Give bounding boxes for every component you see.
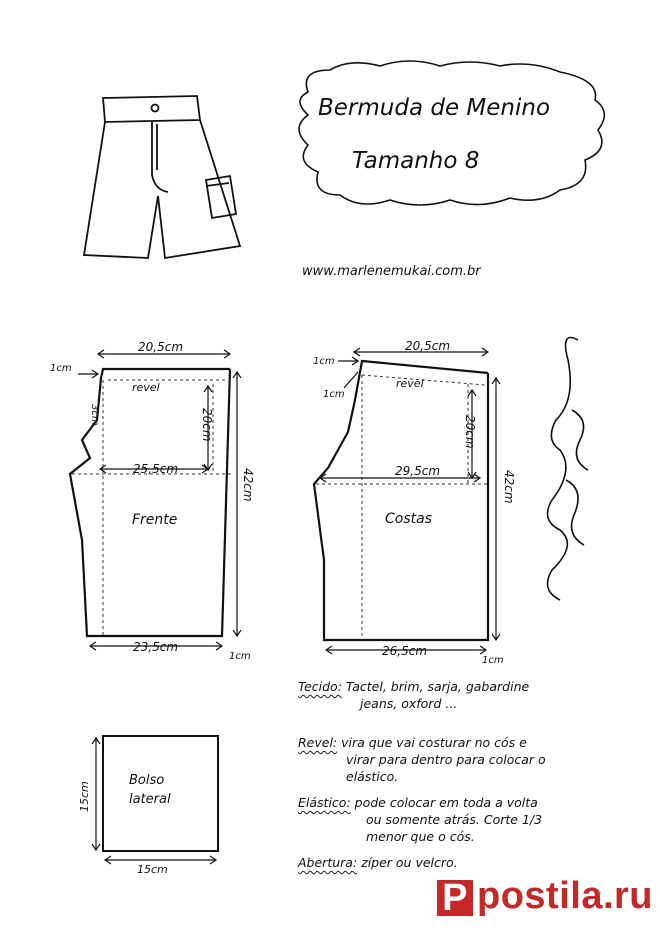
watermark-logo-icon: P (437, 879, 473, 917)
front-length: 42cm (241, 468, 255, 502)
front-hem-allowance: 1cm (229, 651, 251, 662)
back-dimension-lines (318, 347, 501, 655)
back-rise: 20cm (463, 415, 477, 449)
note-revel: Revel: vira que vai costurar no cós e vi… (298, 734, 598, 785)
note-opening-text: zíper ou velcro. (361, 855, 458, 870)
front-revel-label: revel (132, 381, 160, 394)
front-piece-label: Frente (132, 512, 177, 528)
note-revel-term: Revel: (298, 735, 338, 750)
pattern-notes: Tecido: Tactel, brim, sarja, gabardine j… (298, 678, 598, 880)
note-elastic-text-1: pode colocar em toda a volta (354, 795, 538, 810)
front-hip-width: 25,5cm (133, 462, 178, 476)
back-top-width: 20,5cm (405, 339, 450, 353)
note-opening: Abertura: zíper ou velcro. (298, 854, 598, 871)
note-fabric-term: Tecido: (298, 679, 342, 694)
pocket-label-line2: lateral (129, 792, 171, 807)
note-fabric: Tecido: Tactel, brim, sarja, gabardine j… (298, 678, 598, 712)
back-revel-label: revel (396, 377, 424, 390)
note-elastic-text-3: menor que o cós. (366, 829, 475, 844)
note-fabric-text-2: jeans, oxford ... (360, 696, 458, 711)
pocket-height: 15cm (78, 781, 91, 812)
back-hem-width: 26,5cm (382, 644, 427, 658)
pocket-dimension-lines (91, 736, 218, 865)
back-piece-label: Costas (385, 511, 432, 527)
back-side-allowance: 1cm (323, 389, 345, 400)
title-cloud (298, 60, 606, 206)
pattern-title: Bermuda de Menino (318, 95, 550, 121)
front-piece-guides (72, 379, 232, 636)
watermark-text: postila.ru (477, 875, 654, 917)
note-revel-text-3: elástico. (346, 769, 399, 784)
front-dimension-lines (78, 349, 242, 651)
back-hem-allowance: 1cm (482, 655, 504, 666)
note-revel-text-1: vira que vai costurar no cós e (341, 735, 527, 750)
pocket-width: 15cm (137, 863, 168, 876)
side-pocket-outline (102, 735, 219, 852)
front-piece-outline (68, 367, 232, 638)
shorts-illustration (82, 95, 242, 260)
note-opening-term: Abertura: (298, 855, 358, 870)
back-length: 42cm (502, 470, 516, 504)
note-elastic-term: Elástico: (298, 795, 351, 810)
note-elastic-text-2: ou somente atrás. Corte 1/3 (366, 812, 543, 827)
front-hem-width: 23,5cm (133, 640, 178, 654)
note-revel-text-2: virar para dentro para colocar o (346, 752, 546, 767)
front-top-width: 20,5cm (138, 340, 183, 354)
back-piece-outline (312, 359, 490, 642)
front-fly-width: 3cm (89, 404, 100, 426)
pocket-label-line1: Bolso (129, 773, 164, 788)
back-piece-guides (316, 374, 488, 640)
back-hip-width: 29,5cm (395, 464, 440, 478)
front-waist-allowance: 1cm (50, 363, 72, 374)
note-elastic: Elástico: pode colocar em toda a volta o… (298, 794, 598, 845)
designer-signature (546, 336, 589, 601)
website-url: www.marlenemukai.com.br (302, 264, 482, 279)
back-waist-allowance: 1cm (313, 356, 335, 367)
pattern-size: Tamanho 8 (352, 148, 479, 174)
note-fabric-text-1: Tactel, brim, sarja, gabardine (345, 679, 530, 694)
front-rise: 20cm (200, 408, 214, 442)
